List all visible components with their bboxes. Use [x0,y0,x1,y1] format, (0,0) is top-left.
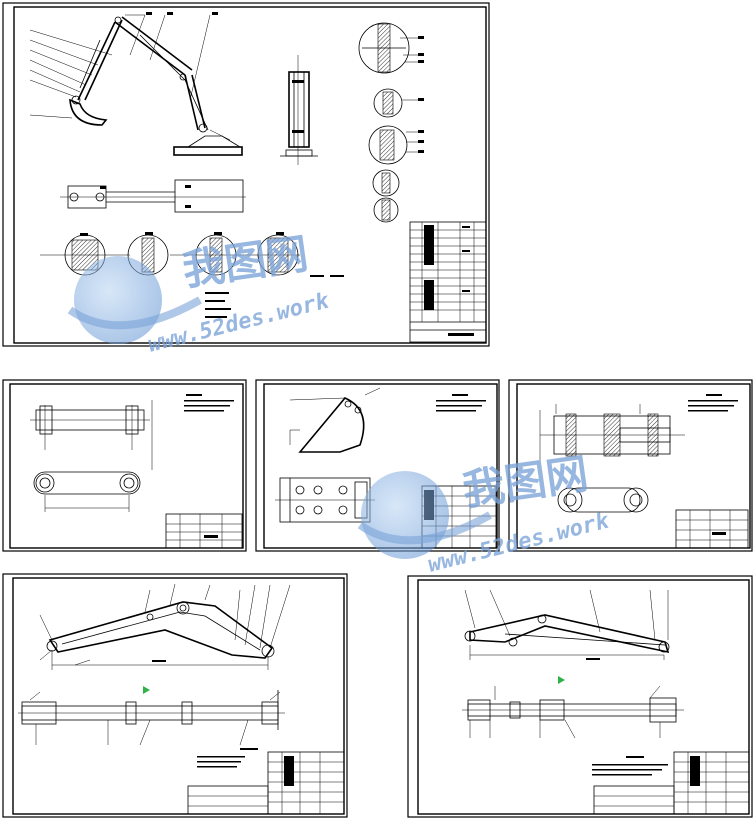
connecting-rod-title-block [165,513,243,549]
detail-circles-right [358,22,424,223]
pin-joint-title-block [675,509,749,549]
sheet-stick [407,575,753,818]
detail-circles-bottom [40,232,300,276]
watermark-globe-icon [74,256,162,344]
sheet-pin-joint [508,379,753,552]
boom-title-block [267,751,345,815]
assembly-parts-list [409,221,487,343]
sheet-boom [2,573,348,818]
sheet-connecting-rod [2,379,247,552]
assembly-notes [205,275,344,318]
excavator-top-view [60,179,246,213]
excavator-front-view [280,55,318,165]
stick-title-block [673,751,750,815]
watermark-globe-icon [361,471,449,559]
excavator-arm-side-view [29,12,243,156]
